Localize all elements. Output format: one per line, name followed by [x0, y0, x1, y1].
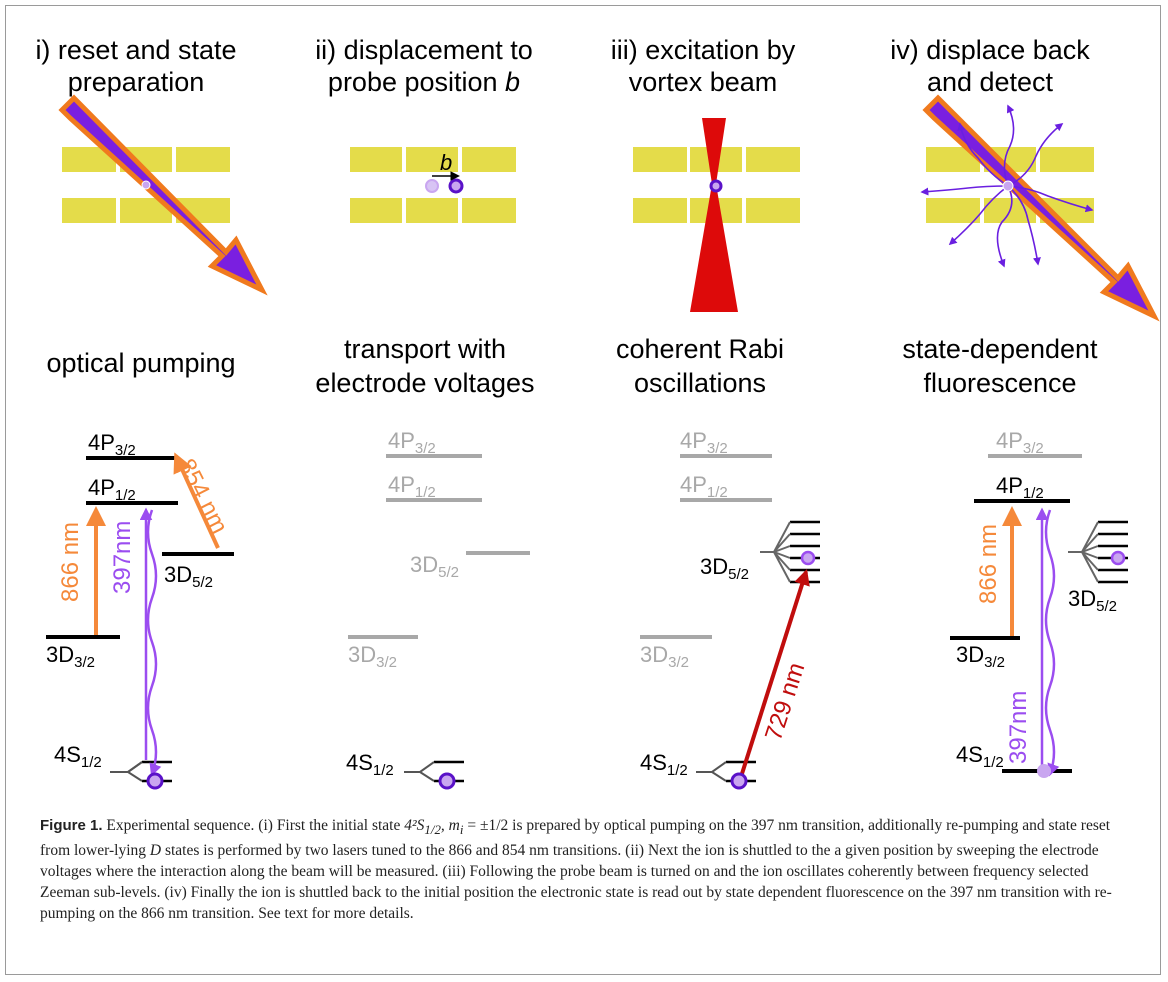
- electrode: [746, 198, 800, 223]
- level-label: 4S1/2: [640, 750, 688, 779]
- transition-729: [738, 568, 810, 781]
- electrode: [633, 198, 687, 223]
- panel-2-trap: [350, 147, 516, 223]
- ion-displaced: [448, 178, 464, 194]
- zeeman-split-lines: [404, 761, 435, 782]
- zeeman-split-lines: [696, 761, 727, 782]
- figure-frame: [5, 5, 1161, 975]
- ion: [141, 180, 151, 190]
- transition-label: 397nm: [1005, 691, 1032, 764]
- level-label: 4P3/2: [996, 428, 1044, 457]
- level-label: 3D5/2: [1068, 586, 1117, 615]
- photon: [957, 122, 1009, 187]
- panel-1-levels: 4P3/2 4P1/2 3D5/2 3D3/2 4S1/2 854 nm 866…: [46, 430, 234, 790]
- caption-label: Figure 1.: [40, 817, 103, 834]
- electrode: [406, 198, 458, 223]
- figure-caption: Figure 1. Experimental sequence. (i) Fir…: [40, 817, 1112, 923]
- level-label: 4P3/2: [680, 428, 728, 457]
- photon: [996, 185, 1013, 268]
- level-label: 4S1/2: [346, 750, 394, 779]
- electrode: [1040, 147, 1094, 172]
- panel-1-subtitle: optical pumping: [46, 348, 236, 378]
- level-label: 4P3/2: [388, 428, 436, 457]
- level-label: 4P1/2: [680, 472, 728, 501]
- level-label: 4P1/2: [996, 473, 1044, 502]
- level-label: 3D3/2: [348, 642, 397, 671]
- level-label: 3D5/2: [164, 562, 213, 591]
- zeeman-split: [110, 761, 143, 773]
- ion: [1037, 764, 1051, 778]
- probe-position-label: b: [440, 150, 452, 175]
- level-label: 4S1/2: [956, 742, 1004, 771]
- laser-beam: [58, 94, 268, 296]
- panel-3-trap: [633, 147, 800, 223]
- ion-excited: [800, 550, 816, 566]
- fluorescence-photons: [920, 104, 1094, 268]
- electrode: [633, 147, 687, 172]
- panel-3-levels: 4P3/2 4P1/2 3D5/2 3D3/2 4S1/2 729 nm: [640, 428, 820, 790]
- electrode: [62, 198, 116, 223]
- photon: [1007, 185, 1094, 213]
- ion-initial: [425, 179, 439, 193]
- electrode: [176, 147, 230, 172]
- ion: [730, 772, 748, 790]
- ion-shelved: [1110, 550, 1126, 566]
- level-label: 3D5/2: [410, 552, 459, 581]
- ion: [1002, 180, 1014, 192]
- electrode: [746, 147, 800, 172]
- transition-label: 866 nm: [975, 524, 1002, 604]
- level-label: 4P1/2: [388, 472, 436, 501]
- transition-854: [173, 452, 220, 549]
- photon: [920, 185, 1009, 196]
- electrode: [350, 147, 402, 172]
- transition-397-down: [1044, 509, 1060, 777]
- electrode: [406, 147, 458, 172]
- electrode: [462, 198, 516, 223]
- zeeman-fan: [1068, 521, 1099, 583]
- level-label: 3D3/2: [640, 642, 689, 671]
- electrode: [462, 147, 516, 172]
- transition-label: 397nm: [109, 521, 136, 594]
- zeeman-fan: [760, 521, 791, 583]
- level-label: 4P3/2: [88, 430, 136, 459]
- photon: [948, 185, 1009, 246]
- level-label: 3D3/2: [956, 642, 1005, 671]
- 3d52-zeeman-manifold: [1098, 520, 1128, 584]
- ion: [146, 772, 164, 790]
- level-label: 4S1/2: [54, 742, 102, 771]
- transition-label: 866 nm: [57, 522, 84, 602]
- level-label: 3D3/2: [46, 642, 95, 671]
- photon: [1003, 104, 1015, 187]
- electrode: [926, 198, 980, 223]
- zeeman-split-lines: [110, 761, 143, 782]
- ion: [438, 772, 456, 790]
- photon: [1007, 185, 1041, 266]
- panel-1-trap: [62, 147, 230, 223]
- transition-label: 854 nm: [173, 454, 233, 538]
- level-label: 3D5/2: [700, 554, 749, 583]
- laser-beam: [922, 94, 1160, 322]
- transition-397-down: [146, 509, 162, 777]
- photon: [1007, 123, 1064, 187]
- vortex-beam: [690, 118, 738, 312]
- ion: [709, 179, 723, 193]
- transition-label: 729 nm: [760, 659, 810, 743]
- level-label: 4P1/2: [88, 475, 136, 504]
- panel-2-levels: 4P3/2 4P1/2 3D5/2 3D3/2 4S1/2: [346, 428, 530, 790]
- panel-4-levels: 4P3/2 4P1/2 3D5/2 3D3/2 4S1/2 866 nm 397…: [950, 428, 1128, 778]
- electrode: [350, 198, 402, 223]
